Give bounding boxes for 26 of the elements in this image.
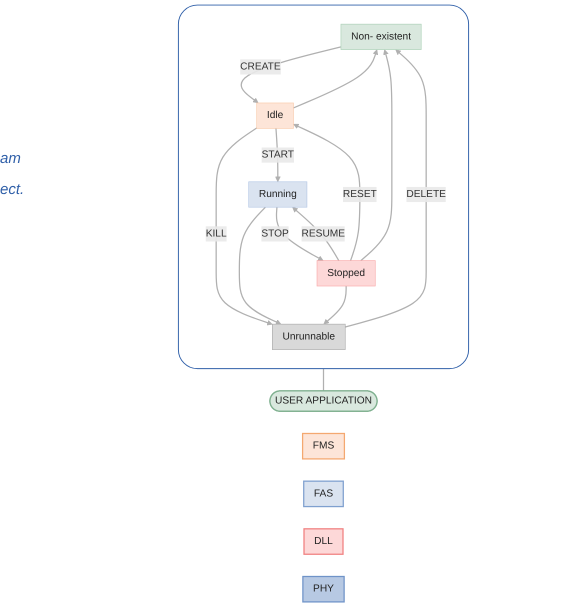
cluster (178, 4, 470, 370)
note-text: ect. (0, 181, 26, 198)
node-box: Idle (256, 102, 294, 129)
arrow (323, 286, 347, 324)
edge-label: START (262, 149, 294, 160)
node-box: Running (248, 181, 308, 208)
node-box: Stopped (316, 260, 376, 286)
node-box: DLL (303, 528, 344, 555)
edge-label: STOP (261, 228, 289, 239)
node-box: PHY (302, 576, 345, 603)
edge-label: RESET (342, 188, 377, 200)
edge-label: DELETE (406, 188, 446, 200)
note-text: am (0, 150, 22, 167)
arrow (293, 49, 378, 108)
edge-label: RESUME (302, 228, 346, 239)
edge-label: CREATE (240, 61, 281, 72)
node-box: FMS (302, 432, 346, 460)
node-box: Unrunnable (272, 324, 346, 350)
node-box: Non- existent (340, 24, 422, 50)
arrow (238, 206, 282, 325)
arrow (360, 49, 392, 262)
node-box: FAS (303, 480, 344, 508)
arrow (345, 49, 427, 328)
edge-label: KILL (206, 228, 227, 239)
connector (322, 368, 324, 391)
arrow (216, 127, 273, 326)
